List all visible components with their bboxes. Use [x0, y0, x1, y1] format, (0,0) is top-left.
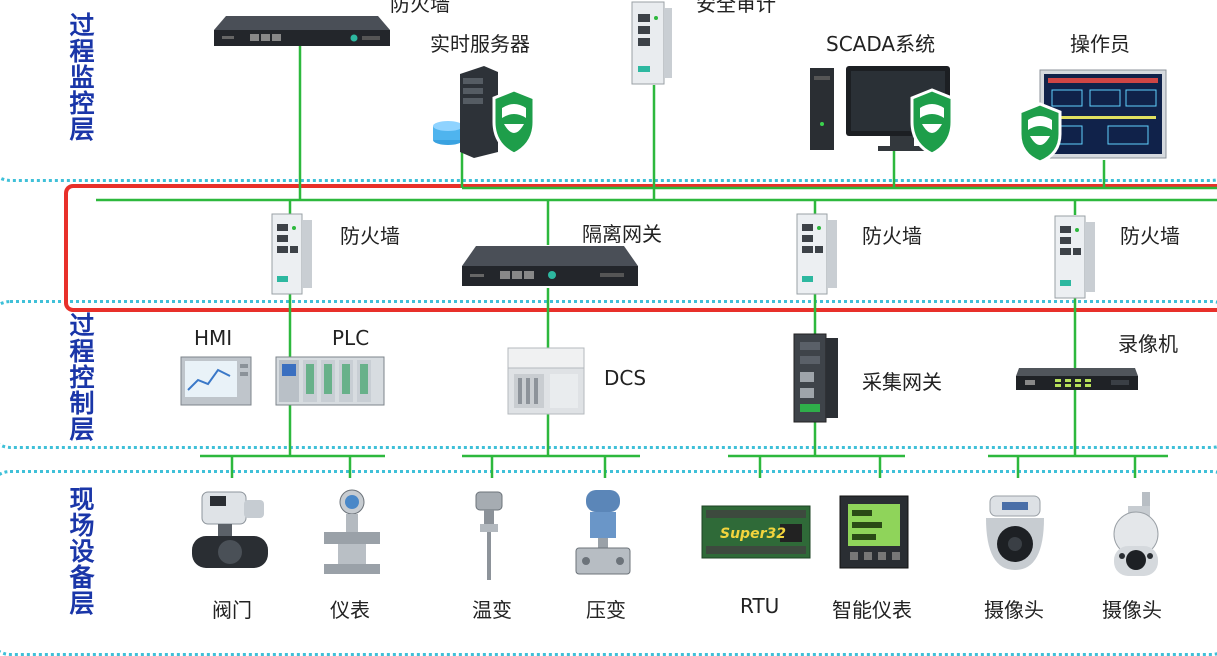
electric-valve-icon	[192, 491, 268, 568]
firewall-3-icon	[1054, 215, 1095, 299]
operator-label: 操作员	[1070, 32, 1130, 56]
firewall-2-label: 防火墙	[862, 224, 922, 248]
dcs-cabinet-icon	[507, 347, 585, 415]
ptz-camera-icon	[1113, 492, 1159, 576]
valve-label: 阀门	[212, 598, 252, 622]
collector-gateway-icon	[793, 333, 838, 423]
top-firewall-label: 防火墙	[390, 0, 450, 16]
firewall-1-icon	[271, 213, 312, 295]
camera-1-label: 摄像头	[984, 598, 1044, 622]
layer-box-control	[0, 300, 1217, 449]
server-tower-icon	[433, 66, 536, 158]
camera-2-label: 摄像头	[1102, 598, 1162, 622]
rtu-label: RTU	[740, 594, 780, 618]
dome-camera-icon	[986, 495, 1044, 570]
scada-workstation-icon	[810, 66, 954, 156]
pressure-transmitter-icon	[575, 490, 631, 575]
layer-title-field: 现场设备层	[66, 486, 95, 616]
temp-transmitter-icon	[475, 491, 503, 580]
scada-label: SCADA系统	[826, 32, 936, 56]
flow-meter-icon	[324, 489, 380, 574]
video-recorder-icon	[1016, 368, 1138, 390]
firewall-3-label: 防火墙	[1120, 224, 1180, 248]
smart-meter-icon	[839, 495, 909, 569]
audit-appliance-icon	[631, 1, 672, 85]
firewall-1-label: 防火墙	[340, 224, 400, 248]
layer-title-control: 过程控制层	[66, 312, 95, 442]
collector-gateway-label: 采集网关	[862, 370, 942, 394]
security-zone	[64, 184, 1217, 312]
plc-label: PLC	[332, 326, 370, 350]
hmi-label: HMI	[194, 326, 233, 350]
temp-transmitter-label: 温变	[472, 598, 512, 622]
operator-screen-icon	[1018, 69, 1167, 164]
recorder-label: 录像机	[1118, 332, 1178, 356]
firewall-2-icon	[796, 213, 837, 295]
pressure-transmitter-label: 压变	[586, 598, 626, 622]
network-wires	[96, 45, 1217, 478]
rtu-board-icon: Super32	[701, 505, 811, 559]
top-audit-label: 安全审计	[696, 0, 776, 16]
realtime-server-label: 实时服务器	[430, 32, 530, 56]
isolation-gateway-label: 隔离网关	[582, 222, 662, 246]
layer-title-supervisory: 过程监控层	[66, 12, 95, 142]
rack-firewall-icon	[214, 16, 390, 46]
rtu-brand-text: Super32	[720, 526, 786, 542]
plc-rack-icon	[275, 356, 385, 406]
hmi-panel-icon	[180, 356, 252, 406]
layer-box-supervisory	[0, 0, 1217, 182]
isolation-gateway-icon	[462, 246, 638, 286]
dcs-label: DCS	[604, 366, 647, 390]
meter-label: 仪表	[330, 598, 370, 622]
smart-meter-label: 智能仪表	[832, 598, 912, 622]
